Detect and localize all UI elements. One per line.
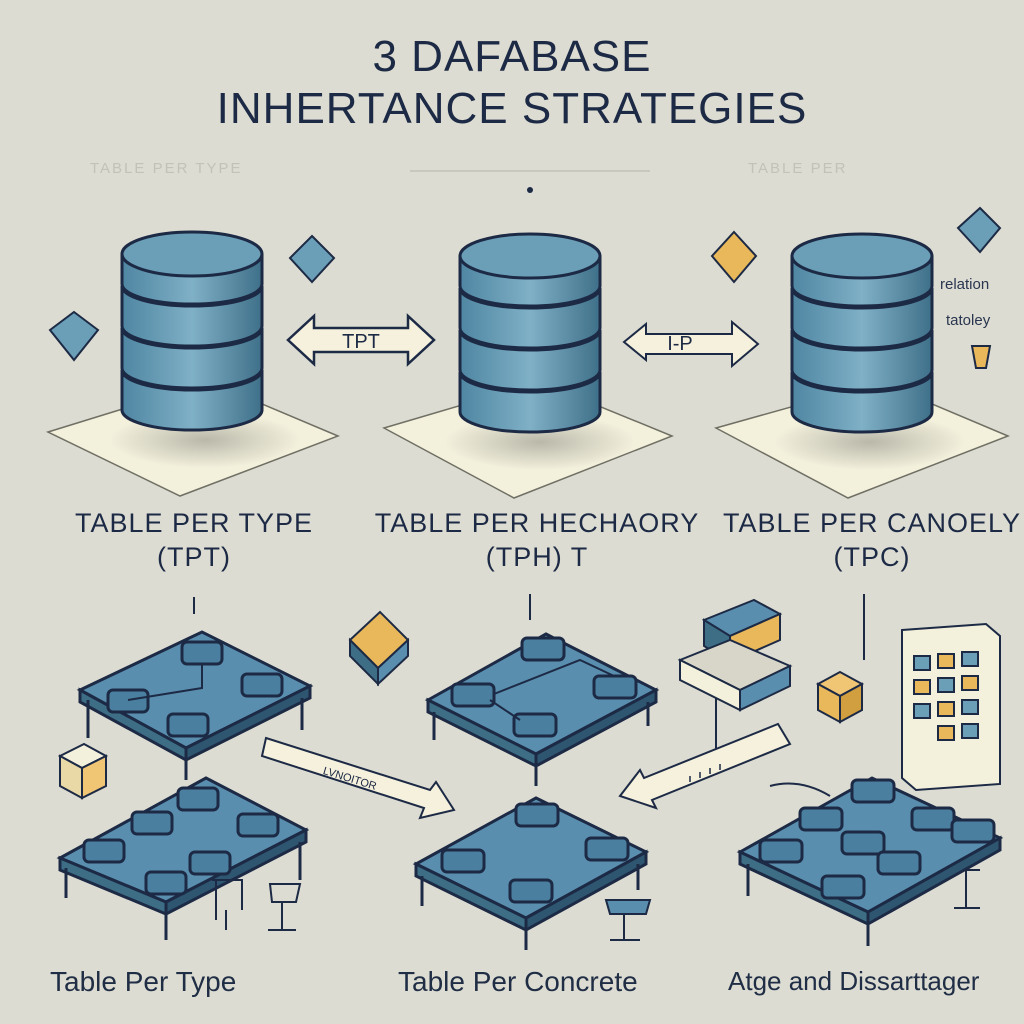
network-table-tpt-upper [76, 630, 314, 780]
strategy-name-tpc: TABLE PER CANOELY [722, 508, 1022, 538]
ghost-rule [410, 170, 650, 172]
flow-arrow-left [618, 722, 792, 810]
arrow-label-iph: I-P [667, 333, 693, 355]
network-table-tpc [736, 776, 1004, 946]
grid-board-icon [901, 622, 1001, 792]
title-line-2: INHERTANCE STRATEGIES [216, 84, 808, 133]
double-arrow-tpt: TPT [286, 313, 436, 367]
bottom-label-concrete: Table Per Concrete [398, 966, 638, 997]
network-table-tph-lower [412, 796, 650, 950]
side-note-line-1: relation [940, 276, 990, 293]
block-icons [348, 598, 865, 724]
diamond-icon [288, 234, 336, 284]
title-line-1: 3 DAFABASE [372, 32, 652, 81]
side-note-line-2: tatoley [946, 312, 991, 329]
double-arrow-iph: I-P [622, 319, 760, 369]
strategy-label-tpc: TABLE PER CANOELY (TPC) [722, 506, 1022, 574]
strategy-abbr-tpc: (TPC) [833, 542, 911, 572]
strategy-name-tph: TABLE PER HECHAORY [374, 508, 700, 538]
ghost-caption-right: TABLE PER [748, 160, 848, 177]
strategy-abbr-tpt: (TPT) [157, 542, 231, 572]
diamond-icon [710, 230, 758, 284]
database-cylinder-tpc [713, 232, 1010, 499]
diamond-icon [48, 310, 100, 362]
arrow-label-tpt: TPT [342, 331, 380, 353]
chair-icons [212, 869, 980, 941]
diamond-icons [48, 206, 1002, 369]
diamond-icon [956, 206, 1002, 254]
center-dot [527, 187, 533, 193]
strategy-name-tpt: TABLE PER TYPE [74, 508, 314, 538]
strategy-label-tpt: TABLE PER TYPE (TPT) [54, 506, 334, 574]
bottom-label-pros-cons: Atge and Dissarttager [728, 966, 980, 996]
database-cylinder-tpt [45, 230, 341, 497]
database-cylinder-tph [382, 232, 675, 499]
small-cube-icon [57, 742, 109, 800]
strategy-label-tph: TABLE PER HECHAORY (TPH) T [372, 506, 702, 574]
flow-arrow-right: LVNOITOR [260, 736, 456, 820]
network-table-tph-upper [424, 632, 660, 786]
strategy-abbr-tph: (TPH) T [485, 542, 589, 572]
network-table-tpt-lower [56, 776, 310, 940]
bottom-label-type: Table Per Type [50, 966, 237, 997]
ghost-caption-left: TABLE PER TYPE [90, 160, 243, 177]
shield-icon [970, 345, 992, 369]
